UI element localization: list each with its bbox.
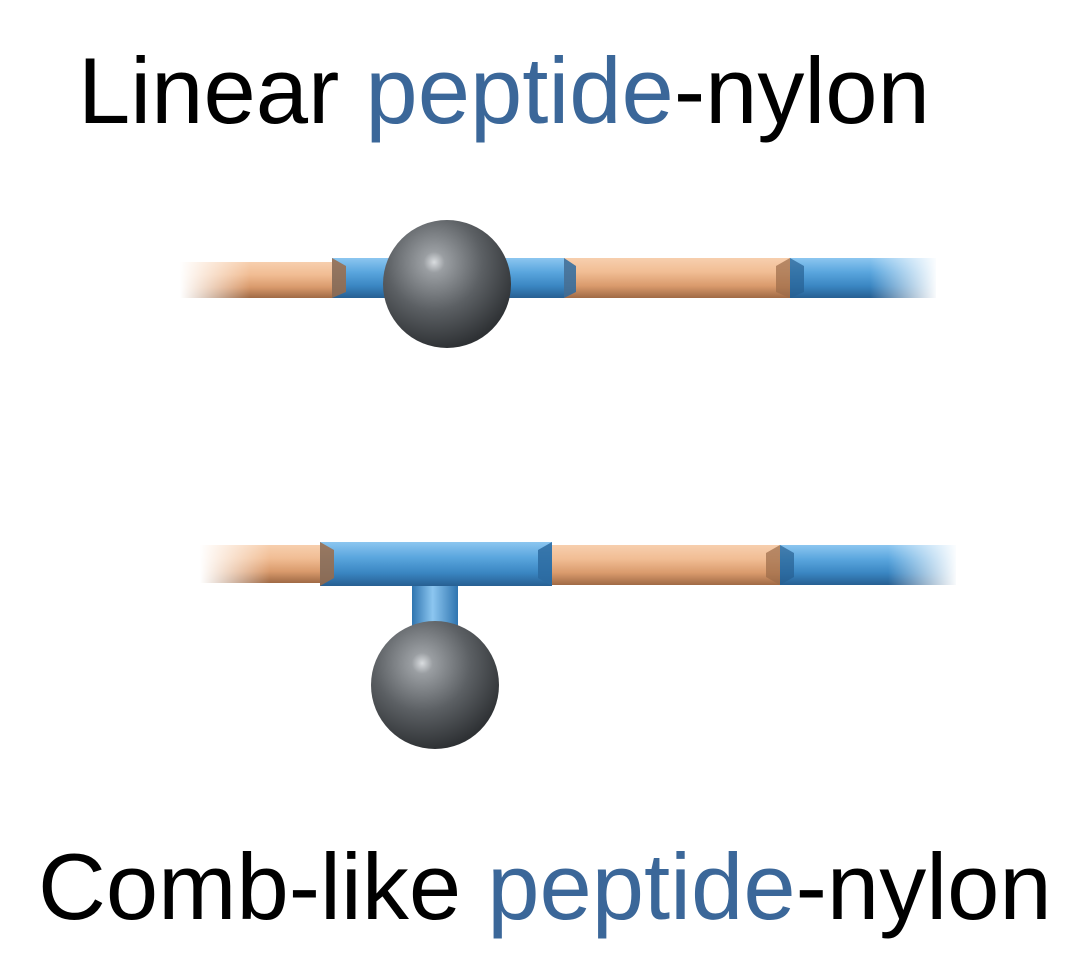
comb-title-peptide: peptide	[487, 834, 796, 939]
linear-sphere	[383, 220, 511, 348]
comb-peptide-segment-1	[320, 542, 552, 586]
comb-title-word3: -nylon	[795, 834, 1052, 939]
linear-title-word3: -nylon	[673, 38, 930, 143]
linear-title-word1: Linear	[78, 38, 366, 143]
linear-title: Linear peptide-nylon	[78, 44, 930, 138]
comb-title-word1: Comb-like	[38, 834, 488, 939]
linear-title-peptide: peptide	[365, 38, 674, 143]
comb-chain	[200, 540, 958, 749]
comb-nylon-segment	[552, 545, 780, 585]
comb-title: Comb-like peptide-nylon	[38, 840, 1052, 934]
comb-sphere	[371, 621, 499, 749]
linear-chain	[180, 220, 938, 348]
linear-nylon-segment	[564, 258, 790, 298]
